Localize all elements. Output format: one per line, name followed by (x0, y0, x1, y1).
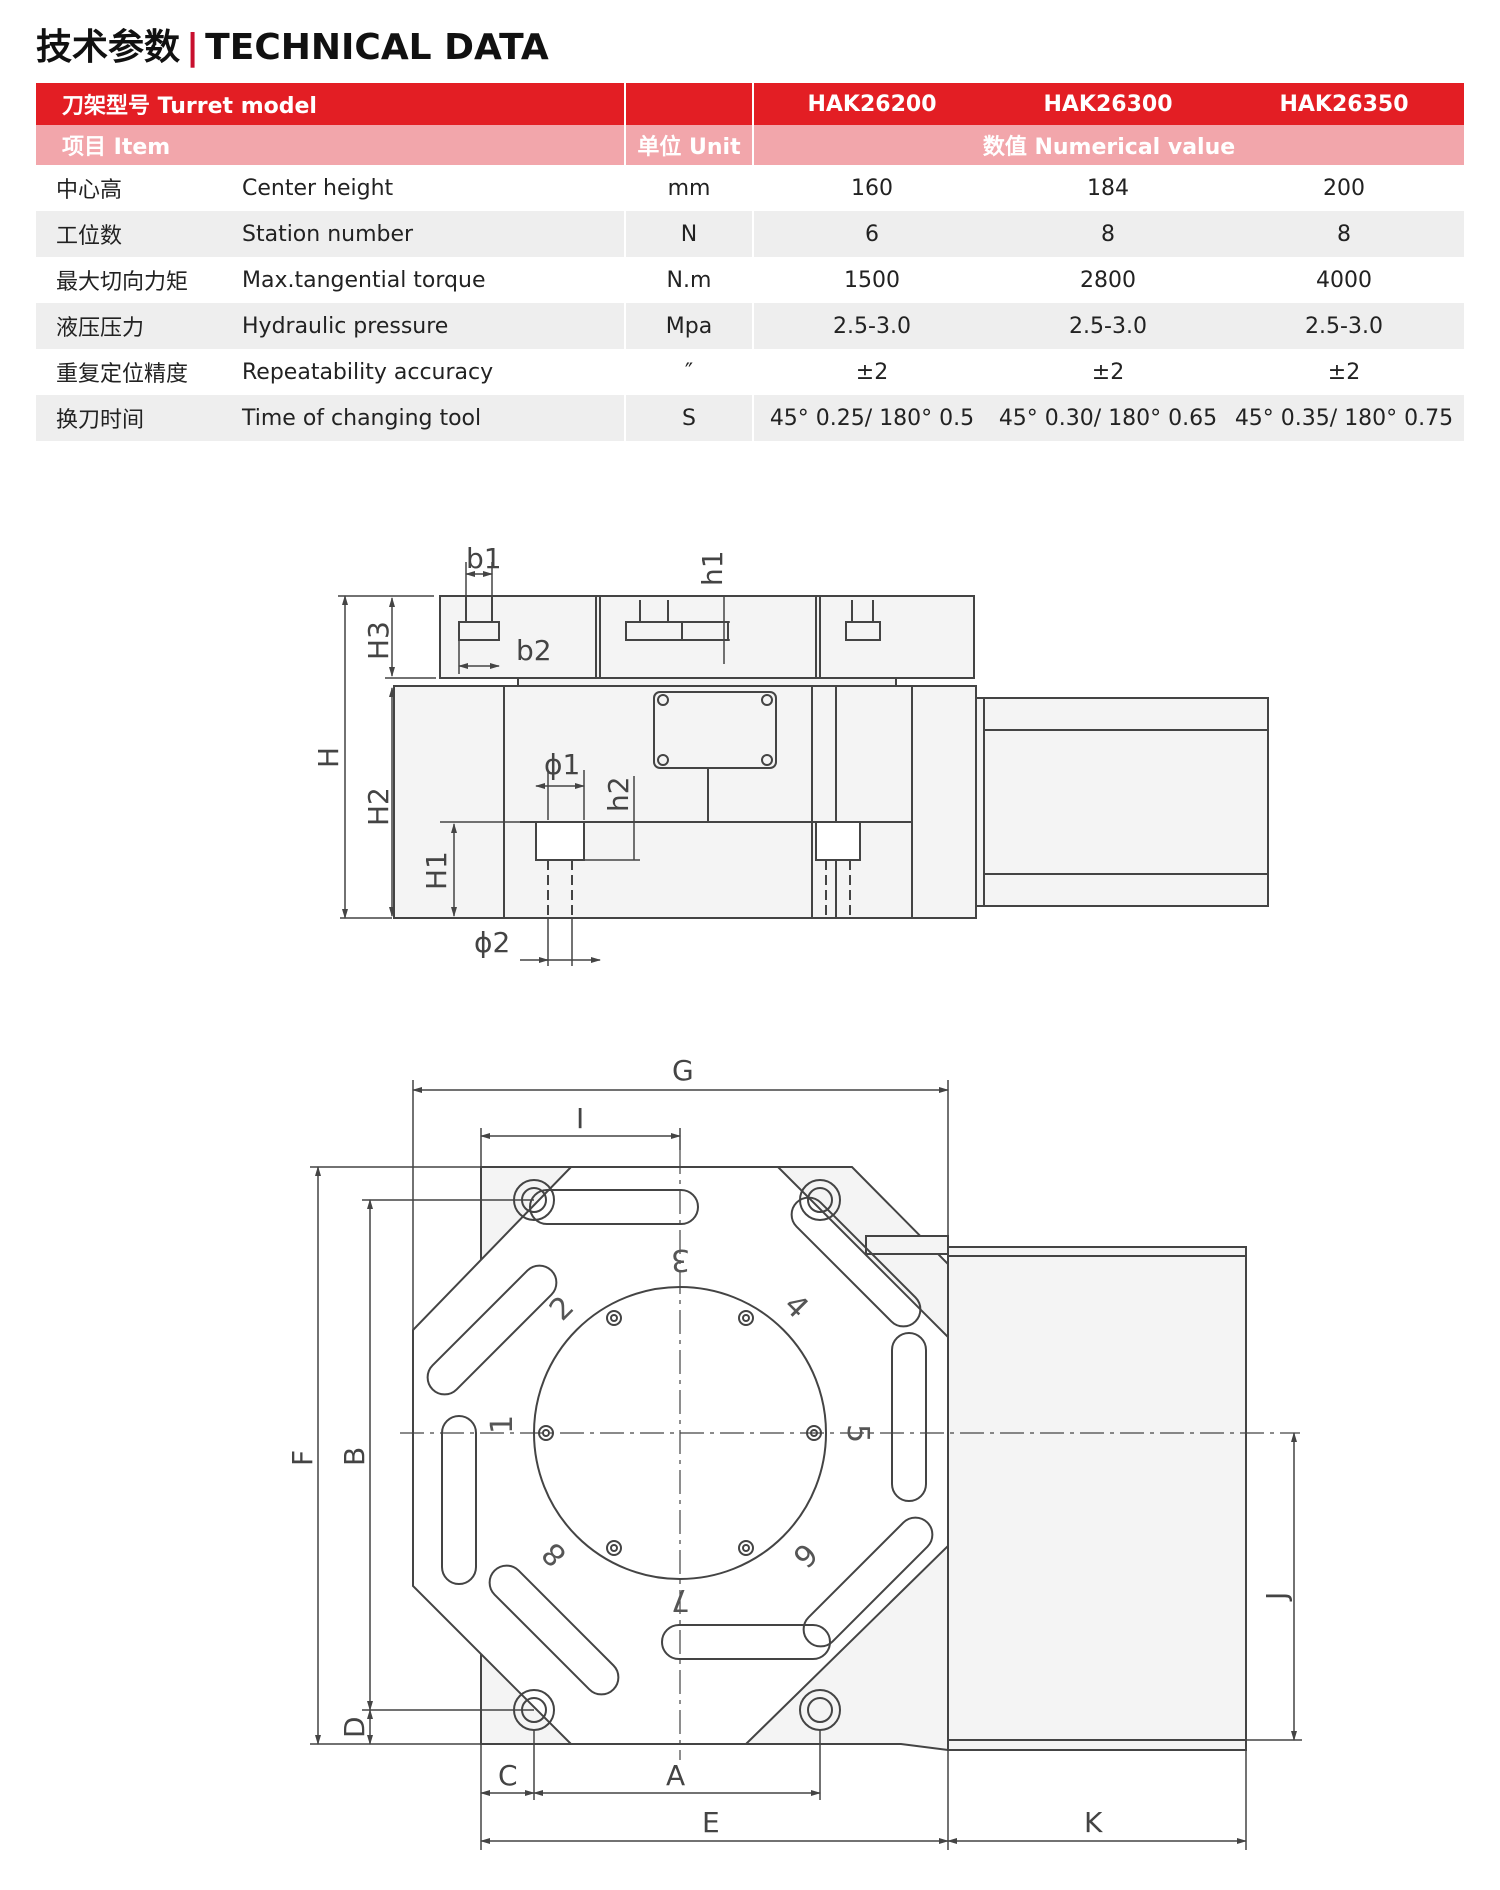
title-zh: 技术参数 (36, 27, 181, 68)
table-row: 最大切向力矩 Max.tangential torque N.m 1500 28… (36, 257, 1464, 303)
row-label-zh: 换刀时间 (56, 408, 145, 433)
dim-label-H2: H2 (362, 787, 395, 826)
dim-label-A: A (666, 1759, 685, 1792)
row-label-en: Station number (242, 221, 414, 247)
dim-label-b1: b1 (466, 542, 502, 575)
dim-label-B: B (338, 1447, 371, 1466)
row-value: 8 (1101, 221, 1115, 247)
table-row: 重复定位精度 Repeatability accuracy ″ ±2 ±2 ±2 (36, 349, 1464, 395)
row-value: ±2 (1327, 359, 1361, 385)
table-row: 液压压力 Hydraulic pressure Mpa 2.5-3.0 2.5-… (36, 303, 1464, 349)
model-name: HAK26350 (1279, 91, 1409, 117)
dim-label-H: H (312, 747, 345, 768)
header-value-label: 数值 Numerical value (982, 135, 1236, 160)
dim-label-C: C (498, 1759, 518, 1792)
row-value: 2.5-3.0 (1305, 313, 1383, 339)
row-unit: N (624, 211, 754, 257)
row-value: 2.5-3.0 (1069, 313, 1147, 339)
row-label-en: Center height (242, 175, 394, 201)
row-value: 45° 0.30/ 180° 0.65 (998, 405, 1218, 431)
title-en: TECHNICAL DATA (205, 27, 549, 68)
row-value: 184 (1087, 175, 1129, 201)
station-number-1: 1 (485, 1415, 520, 1434)
row-value: ±2 (1091, 359, 1125, 385)
station-number-7: 7 (671, 1582, 690, 1617)
row-label-zh: 最大切向力矩 (56, 270, 189, 295)
row-unit: S (624, 395, 754, 441)
table-row: 中心高 Center height mm 160 184 200 (36, 165, 1464, 211)
header-unit-blank (624, 83, 754, 125)
top-view-labels: G I F B D C A E K J (286, 1054, 1293, 1839)
row-value: ±2 (855, 359, 889, 385)
row-label-en: Max.tangential torque (242, 267, 486, 293)
row-unit: N.m (624, 257, 754, 303)
row-label-zh: 液压压力 (56, 316, 145, 341)
dim-label-I: I (576, 1102, 584, 1135)
row-value: 2.5-3.0 (833, 313, 911, 339)
station-number-5: 5 (840, 1424, 875, 1443)
row-label-en: Repeatability accuracy (242, 359, 494, 385)
row-value: 160 (851, 175, 893, 201)
row-unit: ″ (624, 349, 754, 395)
top-view-drawing (310, 1080, 1302, 1850)
dim-label-h2: h2 (602, 776, 635, 812)
row-unit: Mpa (624, 303, 754, 349)
dim-label-F: F (286, 1450, 319, 1466)
table-header-item-row: 项目 Item 单位 Unit 数值 Numerical value (36, 125, 1464, 165)
row-value: 200 (1323, 175, 1365, 201)
row-value: 8 (1337, 221, 1351, 247)
table-header-model-row: 刀架型号 Turret model HAK26200 HAK26300 HAK2… (36, 83, 1464, 125)
row-value: 1500 (844, 267, 900, 293)
dim-label-b2: b2 (516, 634, 552, 667)
dim-label-h1: h1 (696, 550, 729, 586)
row-label-zh: 中心高 (56, 178, 123, 203)
dim-label-K: K (1084, 1806, 1103, 1839)
row-value: 2800 (1080, 267, 1136, 293)
model-name: HAK26300 (1043, 91, 1173, 117)
dim-label-phi2: ϕ2 (474, 926, 510, 959)
dim-label-H3: H3 (362, 621, 395, 660)
technical-data-table: 刀架型号 Turret model HAK26200 HAK26300 HAK2… (36, 83, 1464, 441)
dim-label-J: J (1260, 1592, 1293, 1602)
table-row: 换刀时间 Time of changing tool S 45° 0.25/ 1… (36, 395, 1464, 441)
title-separator: | (186, 27, 200, 68)
header-unit-label: 单位 Unit (624, 125, 754, 165)
page-title: 技术参数|TECHNICAL DATA (36, 18, 549, 70)
table-row: 工位数 Station number N 6 8 8 (36, 211, 1464, 257)
dim-label-D: D (338, 1716, 371, 1738)
dim-label-E: E (702, 1806, 720, 1839)
row-label-en: Time of changing tool (242, 405, 482, 431)
row-label-zh: 重复定位精度 (56, 362, 189, 387)
row-value: 6 (865, 221, 879, 247)
model-name: HAK26200 (807, 91, 937, 117)
row-label-en: Hydraulic pressure (242, 313, 449, 339)
row-unit: mm (624, 165, 754, 211)
row-value: 4000 (1316, 267, 1372, 293)
dim-label-H1: H1 (420, 851, 453, 890)
header-item-label: 项目 Item (62, 135, 171, 160)
side-view-labels: b1 h1 H3 b2 H H2 ϕ1 h2 H1 ϕ2 (312, 542, 729, 959)
dim-label-G: G (672, 1054, 694, 1087)
row-value: 45° 0.35/ 180° 0.75 (1234, 405, 1454, 431)
row-label-zh: 工位数 (56, 224, 123, 249)
side-view-drawing (338, 562, 1269, 966)
row-value: 45° 0.25/ 180° 0.5 (769, 405, 975, 431)
station-number-3: 3 (671, 1242, 690, 1277)
header-model-label: 刀架型号 Turret model (62, 94, 317, 119)
dim-label-phi1: ϕ1 (544, 748, 580, 781)
